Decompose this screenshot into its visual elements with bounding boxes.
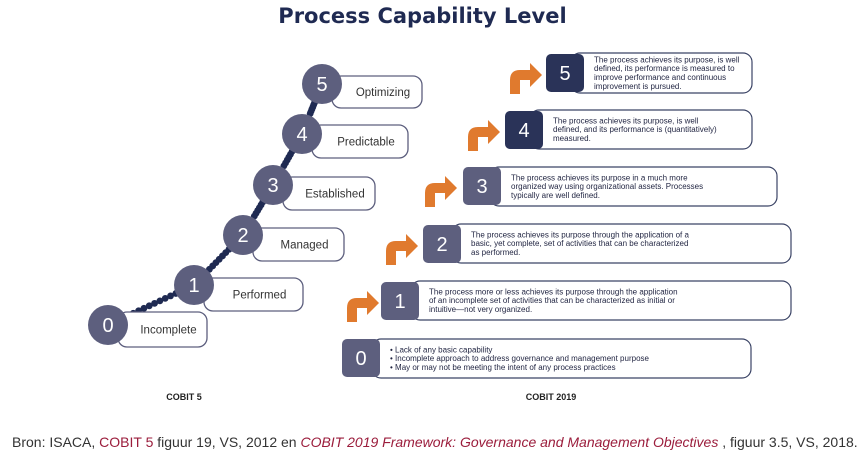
cobit2019-level-number: 0 xyxy=(355,348,366,370)
cobit5-level-circle xyxy=(174,265,214,305)
cobit2019-level-description: improvement is pursued. xyxy=(594,82,682,91)
cobit2019-level-number: 1 xyxy=(394,291,405,313)
cobit2019-level-description: of an incomplete set of activities that … xyxy=(429,296,675,305)
cobit2019-level-number: 3 xyxy=(476,176,487,198)
orange-step-arrow-icon xyxy=(510,63,542,94)
cobit2019-level-description: intuitive—not very organized. xyxy=(429,305,532,314)
cobit5-level-name: Performed xyxy=(233,290,287,302)
orange-step-arrow-icon xyxy=(425,176,457,207)
cobit5-level-name: Managed xyxy=(281,240,329,252)
cobit5-link[interactable]: COBIT 5 xyxy=(99,434,154,450)
cobit5-level-number: 0 xyxy=(102,315,113,337)
cobit2019-level-number: 4 xyxy=(518,120,529,142)
cobit2019-level-square xyxy=(505,111,543,149)
cobit5-connector-dot xyxy=(145,302,153,310)
cobit2019-level-description: • Incomplete approach to address governa… xyxy=(390,354,650,363)
cobit2019-level-description: measured. xyxy=(553,134,591,143)
cobit2019-level-number: 2 xyxy=(436,234,447,256)
cobit5-label: COBIT 5 xyxy=(166,392,202,402)
cobit2019-level-square xyxy=(546,54,584,92)
cobit2019-level-description: as performed. xyxy=(471,248,520,257)
cobit5-connector-dot xyxy=(167,292,174,300)
cobit2019-level-number: 5 xyxy=(559,63,570,85)
source-suffix: , figuur 3.5, VS, 2018. xyxy=(718,434,858,450)
cobit2019-level-square xyxy=(381,282,419,320)
cobit5-level-circle xyxy=(282,114,322,154)
source-middle: figuur 19, VS, 2012 en xyxy=(153,434,301,450)
cobit2019-level-description: The process more or less achieves its pu… xyxy=(429,287,678,296)
cobit5-level-circle xyxy=(223,215,263,255)
source-prefix: Bron: ISACA, xyxy=(12,434,100,450)
cobit2019-level-square xyxy=(463,167,501,205)
cobit5-level-number: 2 xyxy=(237,225,248,247)
cobit2019-level-description: basic, yet complete, set of activities t… xyxy=(471,239,688,248)
cobit5-level-name: Established xyxy=(305,189,364,201)
orange-step-arrow-icon xyxy=(468,120,500,151)
source-citation: Bron: ISACA, COBIT 5 figuur 19, VS, 2012… xyxy=(12,434,858,450)
cobit2019-level-description: defined, and its performance is (quantit… xyxy=(553,125,717,134)
cobit2019-level-description: The process achieves its purpose, is wel… xyxy=(553,116,699,125)
cobit2019-link-text: COBIT 2019 Framework: Governance and Man… xyxy=(300,434,719,450)
cobit2019-link[interactable]: COBIT 2019 Framework: Governance and Man… xyxy=(300,434,718,450)
orange-step-arrow-icon xyxy=(386,234,418,265)
cobit2019-level-description: The process achieves its purpose, is wel… xyxy=(594,55,740,64)
cobit2019-level-description: • May or may not be meeting the intent o… xyxy=(390,363,616,372)
cobit2019-level-description: organized way using organizational asset… xyxy=(511,182,703,191)
cobit5-level-number: 4 xyxy=(296,124,307,146)
cobit2019-level-description: defined, its performance is measured to xyxy=(594,64,735,73)
cobit2019-label: COBIT 2019 xyxy=(526,392,577,402)
cobit5-level-number: 5 xyxy=(316,74,327,96)
cobit2019-level-description: The process achieves its purpose in a mu… xyxy=(511,173,688,182)
cobit2019-level-description: • Lack of any basic capability xyxy=(390,345,492,354)
cobit5-connector-dot xyxy=(151,299,158,307)
diagram-title: Process Capability Level xyxy=(278,4,567,28)
cobit5-connector-dot xyxy=(156,297,164,305)
cobit2019-level-square xyxy=(342,339,380,377)
cobit5-level-name: Incomplete xyxy=(140,325,196,337)
cobit5-level-circle xyxy=(302,64,342,104)
cobit5-level-number: 3 xyxy=(267,175,278,197)
cobit5-level-circle xyxy=(253,165,293,205)
cobit2019-level-description: The process achieves its purpose through… xyxy=(471,230,689,239)
cobit2019-level-description: improve performance and continuous xyxy=(594,73,726,82)
cobit5-level-number: 1 xyxy=(188,275,199,297)
cobit5-connector-dot xyxy=(161,294,169,302)
cobit5-level-circle xyxy=(88,305,128,345)
cobit2019-level-square xyxy=(423,225,461,263)
cobit5-connector-dot xyxy=(140,304,148,312)
orange-step-arrow-icon xyxy=(347,291,379,322)
cobit5-level-name: Optimizing xyxy=(356,87,410,99)
cobit2019-level-description: typically are well defined. xyxy=(511,191,600,200)
cobit5-level-name: Predictable xyxy=(337,137,395,149)
